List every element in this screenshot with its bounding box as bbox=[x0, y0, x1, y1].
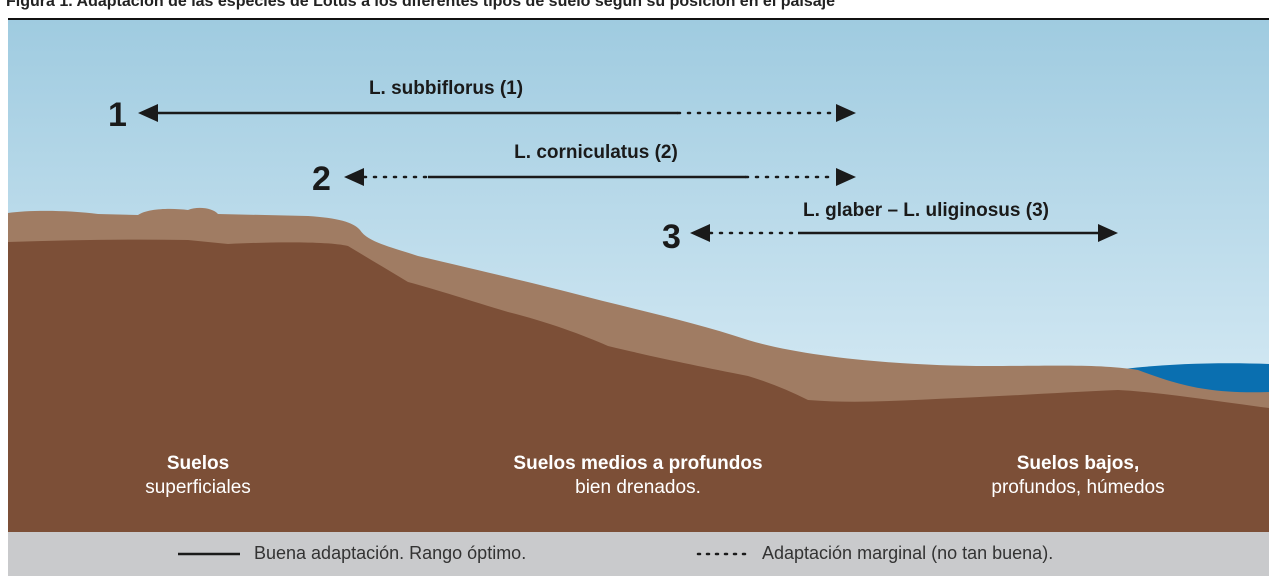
range-2-left-arrowhead bbox=[344, 168, 364, 186]
range-2-number: 2 bbox=[312, 160, 331, 198]
range-3-left-arrowhead bbox=[690, 224, 710, 242]
landscape-svg: 1 L. subbiflorus (1) 2 L. corniculatus (… bbox=[8, 20, 1269, 533]
legend-solid-label: Buena adaptación. Rango óptimo. bbox=[254, 543, 527, 563]
soil-label-medium: Suelos medios a profundos bien drenados. bbox=[478, 452, 798, 500]
range-1-right-arrowhead bbox=[836, 104, 856, 122]
range-1-species-label: L. subbiflorus (1) bbox=[369, 78, 523, 99]
soil-label-medium-regular: bien drenados. bbox=[575, 477, 701, 498]
range-3-number: 3 bbox=[662, 218, 681, 256]
legend-dotted-label: Adaptación marginal (no tan buena). bbox=[762, 543, 1054, 563]
legend: Buena adaptación. Rango óptimo. Adaptaci… bbox=[8, 532, 1269, 576]
soil-label-shallow: Suelos superficiales bbox=[128, 452, 268, 500]
range-2-species-label: L. corniculatus (2) bbox=[514, 142, 678, 163]
range-1-number: 1 bbox=[108, 96, 127, 134]
figure-caption: Figura 1. Adaptación de las especies de … bbox=[0, 0, 1269, 18]
range-1: 1 L. subbiflorus (1) bbox=[108, 78, 856, 134]
range-2: 2 L. corniculatus (2) bbox=[312, 142, 856, 198]
caption-text: Figura 1. Adaptación de las especies de … bbox=[6, 0, 835, 10]
range-1-left-arrowhead bbox=[138, 104, 158, 122]
legend-swatches bbox=[178, 552, 752, 556]
range-3-right-arrowhead bbox=[1098, 224, 1118, 242]
soil-label-low-bold: Suelos bajos, bbox=[1016, 453, 1140, 474]
soil-label-low-regular: profundos, húmedos bbox=[991, 477, 1165, 498]
soil-label-medium-bold: Suelos medios a profundos bbox=[513, 453, 763, 474]
soil-label-shallow-bold: Suelos bbox=[166, 453, 230, 474]
caption-rule bbox=[8, 18, 1269, 20]
range-3-species-label: L. glaber – L. uliginosus (3) bbox=[803, 200, 1049, 221]
soil-label-low: Suelos bajos, profundos, húmedos bbox=[963, 452, 1193, 500]
soil-label-shallow-regular: superficiales bbox=[145, 477, 251, 498]
range-3: 3 L. glaber – L. uliginosus (3) bbox=[662, 200, 1118, 256]
subsoil-layer bbox=[8, 239, 1269, 532]
landscape-scene: 1 L. subbiflorus (1) 2 L. corniculatus (… bbox=[8, 20, 1269, 533]
range-2-right-arrowhead bbox=[836, 168, 856, 186]
